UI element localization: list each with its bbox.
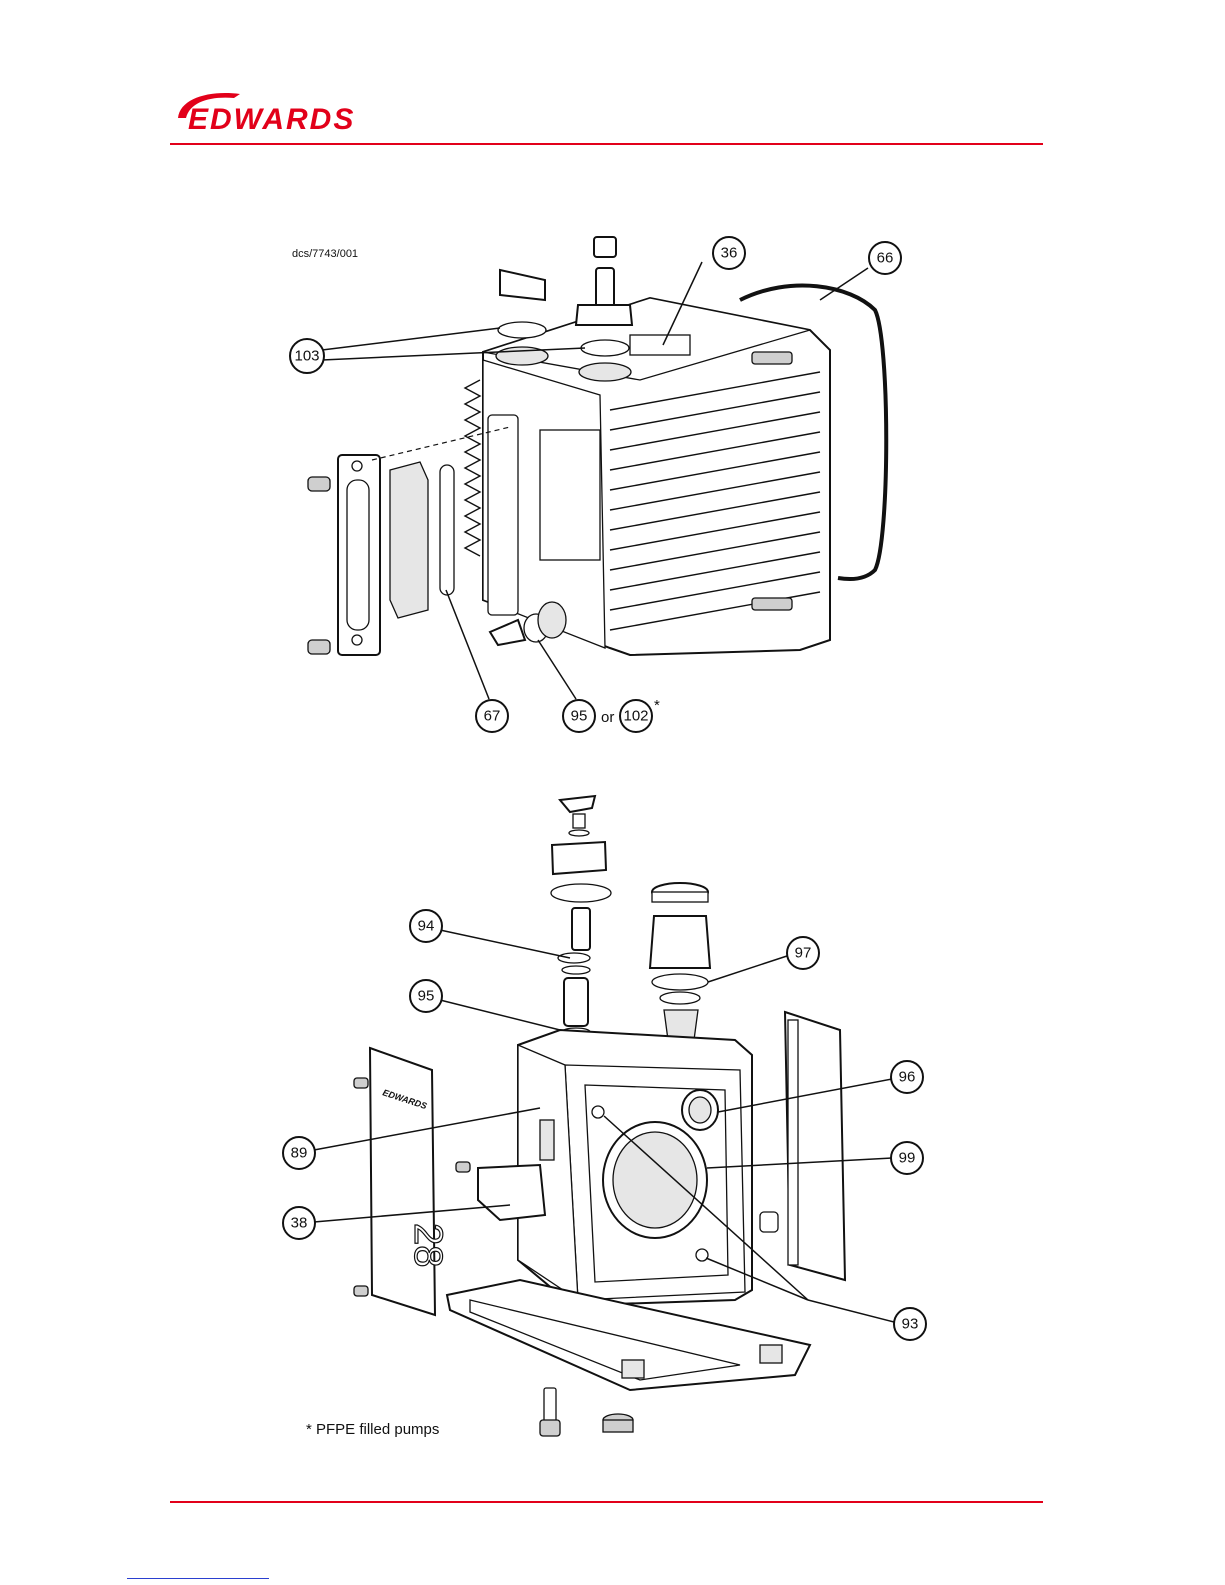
callout-93-label: 93 bbox=[902, 1316, 919, 1333]
callout-89-label: 89 bbox=[291, 1145, 308, 1162]
plate-screw-bottom bbox=[354, 1286, 368, 1296]
bracket-screw bbox=[456, 1162, 470, 1172]
callout-99-label: 99 bbox=[899, 1150, 916, 1167]
valve-screw bbox=[573, 814, 585, 828]
side-plate-number: 28 bbox=[406, 1223, 450, 1268]
exhaust-cover-rim bbox=[652, 892, 708, 902]
valve-knob bbox=[560, 796, 595, 812]
footer-rule bbox=[170, 1501, 1043, 1503]
foot-screw-head bbox=[540, 1420, 560, 1436]
footer-link-underline bbox=[127, 1578, 269, 1579]
base-mount-right bbox=[760, 1345, 782, 1363]
valve-screw-ring bbox=[569, 830, 589, 836]
callout-96-label: 96 bbox=[899, 1069, 916, 1086]
valve-nut bbox=[552, 842, 606, 874]
side-plate-left bbox=[370, 1048, 435, 1315]
housing-slot bbox=[540, 1120, 554, 1160]
valve-sleeve bbox=[564, 978, 588, 1026]
exhaust-o-ring-97 bbox=[652, 974, 708, 990]
o-ring-94 bbox=[558, 953, 590, 963]
valve-stem bbox=[572, 908, 590, 950]
exhaust-adaptor bbox=[650, 916, 710, 968]
bracket-38 bbox=[478, 1165, 545, 1220]
footnote-pfpe: * PFPE filled pumps bbox=[306, 1421, 439, 1438]
side-plate-right-flange bbox=[788, 1020, 798, 1265]
exhaust-ring bbox=[660, 992, 700, 1004]
housing-bore-inner bbox=[613, 1132, 697, 1228]
spare-bush bbox=[760, 1212, 778, 1232]
valve-spring bbox=[562, 966, 590, 974]
base-mount-left bbox=[622, 1360, 644, 1378]
callout-95-bottom-label: 95 bbox=[418, 988, 435, 1005]
plate-screw-top bbox=[354, 1078, 368, 1088]
dowel-93-upper bbox=[592, 1106, 604, 1118]
callout-94-label: 94 bbox=[418, 918, 435, 935]
dowel-93-lower bbox=[696, 1249, 708, 1261]
valve-washer bbox=[551, 884, 611, 902]
callout-38-label: 38 bbox=[291, 1215, 308, 1232]
callout-97-label: 97 bbox=[795, 945, 812, 962]
rubber-foot-side bbox=[603, 1420, 633, 1432]
port-seal-96-inner bbox=[689, 1097, 711, 1123]
